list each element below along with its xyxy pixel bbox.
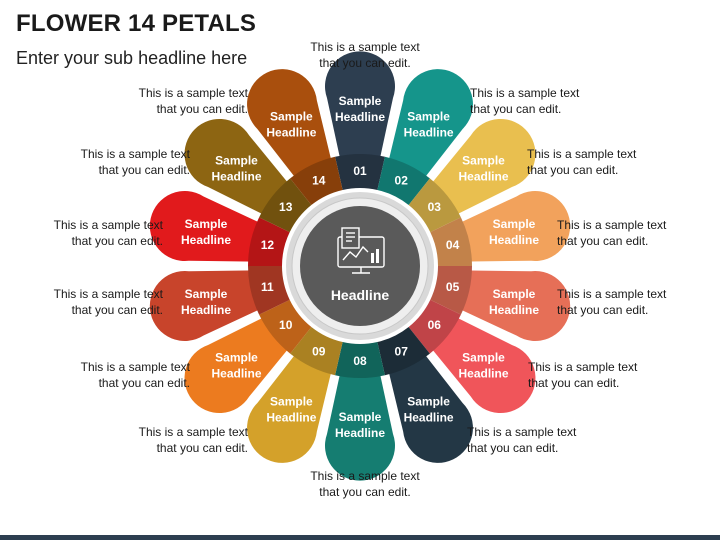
petal-caption-13: This is a sample text that you can edit. xyxy=(80,147,190,177)
petal-number: 07 xyxy=(395,345,409,359)
petal-caption-04: This is a sample text that you can edit. xyxy=(557,218,667,248)
page-subtitle: Enter your sub headline here xyxy=(16,48,248,68)
petal-number: 08 xyxy=(353,354,367,368)
petal-shape xyxy=(325,346,395,481)
hub-core xyxy=(300,206,420,326)
petal-inner-band xyxy=(335,342,385,379)
petal-inner-band xyxy=(335,154,385,190)
petal-inner-band xyxy=(408,299,461,354)
petal-number: 04 xyxy=(446,238,460,252)
petal-shape xyxy=(325,51,395,186)
petal-caption-07: This is a sample text that you can edit. xyxy=(467,425,577,455)
petal-number: 11 xyxy=(261,280,274,294)
petal-caption-14: This is a sample text that you can edit. xyxy=(138,86,248,116)
petal-inner-band xyxy=(259,178,312,233)
petal-caption-06: This is a sample text that you can edit. xyxy=(528,360,638,390)
petal-inner-band xyxy=(248,266,290,315)
petal-number: 10 xyxy=(279,318,293,332)
petal-08 xyxy=(325,346,395,481)
petal-caption-11: This is a sample text that you can edit. xyxy=(53,287,163,317)
petal-number: 02 xyxy=(395,173,409,187)
petal-number: 09 xyxy=(312,345,326,359)
page-title: FLOWER 14 PETALS xyxy=(16,10,257,37)
petal-number: 14 xyxy=(312,173,326,187)
petal-caption-05: This is a sample text that you can edit. xyxy=(557,287,667,317)
petal-inner-band xyxy=(290,156,343,206)
petal-inner-band xyxy=(430,266,472,315)
petal-caption-03: This is a sample text that you can edit. xyxy=(527,147,637,177)
petal-number: 12 xyxy=(261,238,275,252)
petal-inner-band xyxy=(377,156,430,206)
petal-inner-band xyxy=(408,178,461,233)
center-hub: Headline xyxy=(286,192,434,340)
petal-number: 01 xyxy=(353,164,367,178)
dashboard-report-icon xyxy=(337,227,385,274)
petal-caption-02: This is a sample text that you can edit. xyxy=(470,86,580,116)
petal-caption-10: This is a sample text that you can edit. xyxy=(80,360,190,390)
petal-caption-12: This is a sample text that you can edit. xyxy=(53,218,163,248)
petal-number: 06 xyxy=(428,318,442,332)
petal-inner-band xyxy=(377,326,430,376)
petal-caption-08: This is a sample text that you can edit. xyxy=(310,469,420,499)
petal-number: 13 xyxy=(279,200,293,214)
center-headline: Headline xyxy=(331,287,390,303)
petal-number: 03 xyxy=(428,200,442,214)
petal-inner-band xyxy=(248,217,290,266)
petal-number: 05 xyxy=(446,280,460,294)
petal-caption-01: This is a sample text that you can edit. xyxy=(310,40,420,70)
petal-inner-band xyxy=(259,299,312,354)
petal-inner-band xyxy=(430,217,472,266)
petal-inner-band xyxy=(290,326,343,376)
footer-bar xyxy=(0,535,720,540)
petal-caption-09: This is a sample text that you can edit. xyxy=(138,425,248,455)
petal-01 xyxy=(325,51,395,186)
